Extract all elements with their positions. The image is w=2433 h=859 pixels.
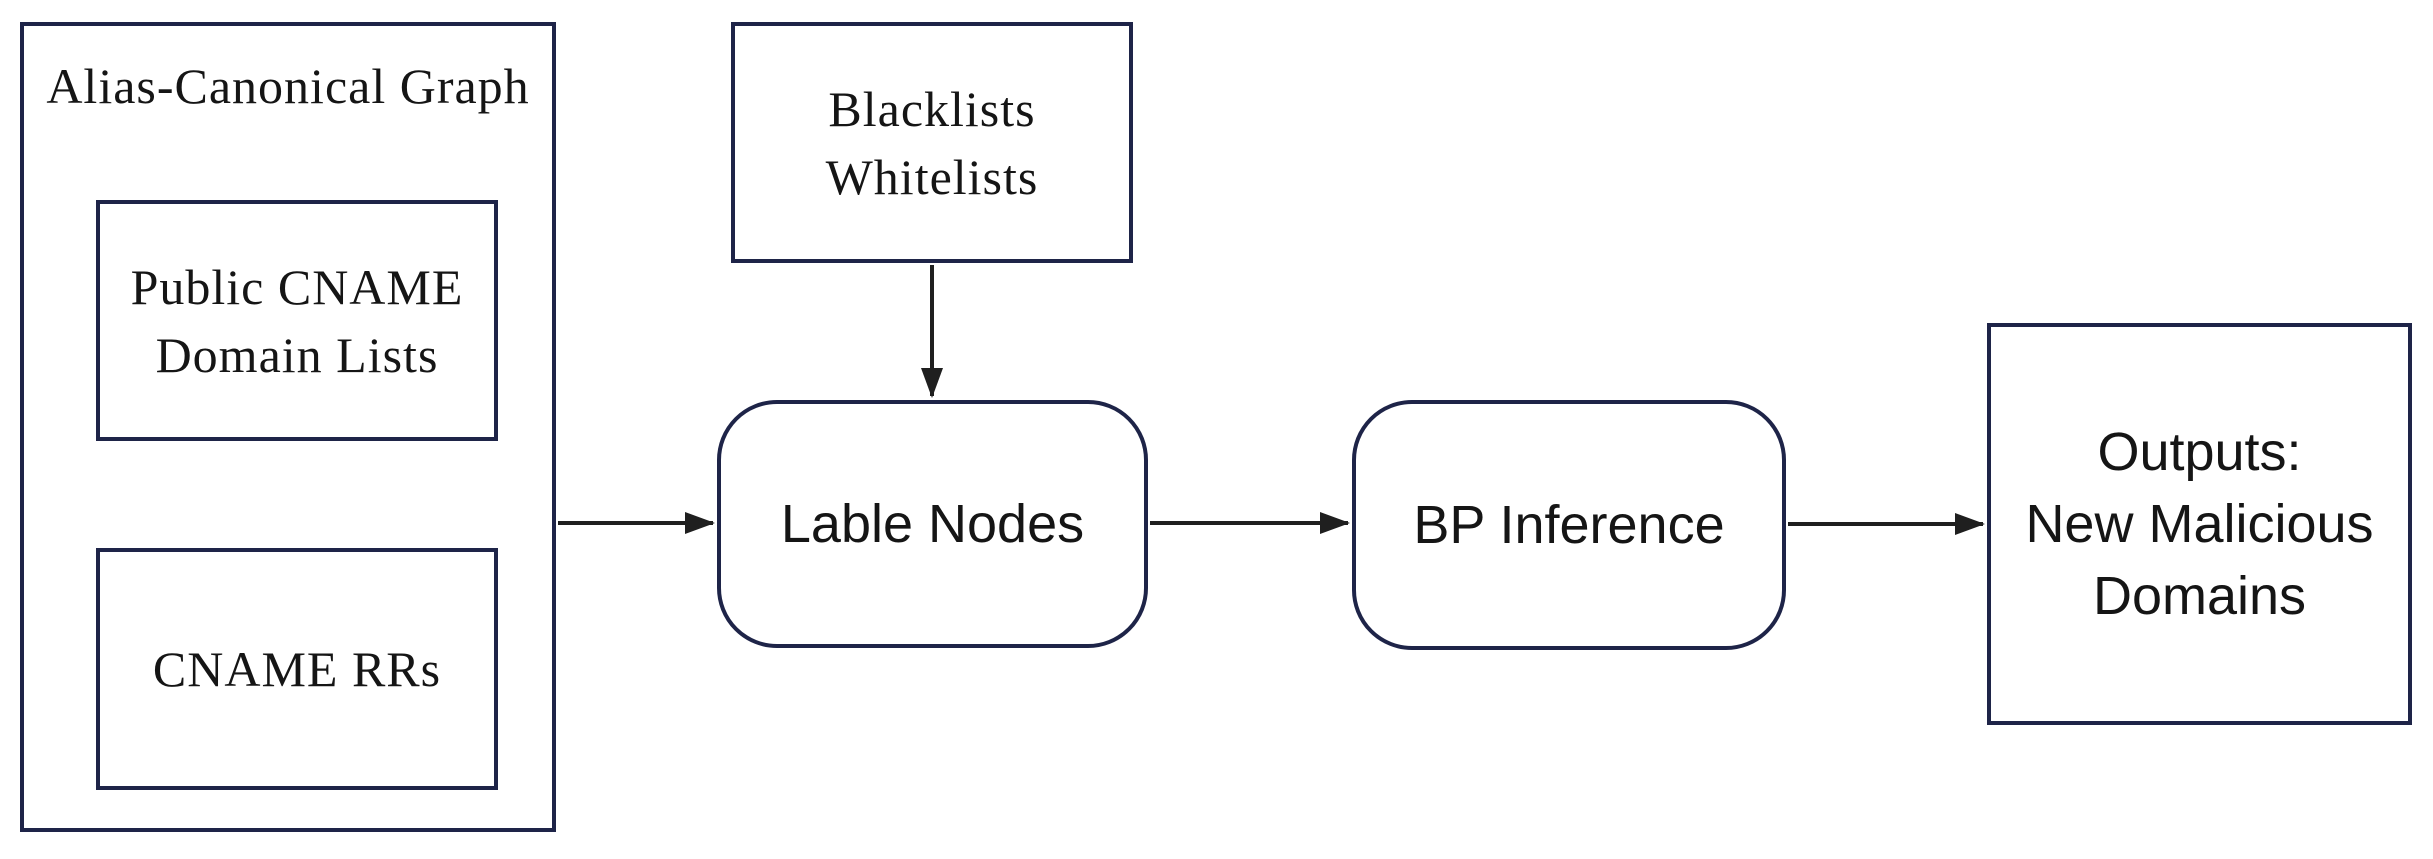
public-cname-domain-lists-box: Public CNAME Domain Lists	[96, 200, 498, 441]
outputs-line3: Domains	[2092, 566, 2307, 626]
alias-canonical-graph-title: Alias-Canonical Graph	[46, 58, 530, 114]
label-nodes-node: Lable Nodes	[717, 400, 1148, 648]
blacklists-line: Blacklists	[828, 80, 1036, 137]
whitelists-line: Whitelists	[825, 148, 1039, 205]
public-cname-line2: Domain Lists	[155, 326, 439, 383]
bp-inference-node: BP Inference	[1352, 400, 1786, 650]
blacklists-whitelists-box: Blacklists Whitelists	[731, 22, 1133, 263]
outputs-box: Outputs: New Malicious Domains	[1987, 323, 2412, 725]
cname-rrs-box: CNAME RRs	[96, 548, 498, 790]
public-cname-line1: Public CNAME	[130, 258, 464, 315]
outputs-line2: New Malicious	[2025, 494, 2374, 554]
label-nodes-label: Lable Nodes	[780, 494, 1085, 554]
bp-inference-label: BP Inference	[1413, 495, 1725, 555]
outputs-line1: Outputs:	[2097, 422, 2302, 482]
cname-rrs-label: CNAME RRs	[152, 641, 442, 697]
